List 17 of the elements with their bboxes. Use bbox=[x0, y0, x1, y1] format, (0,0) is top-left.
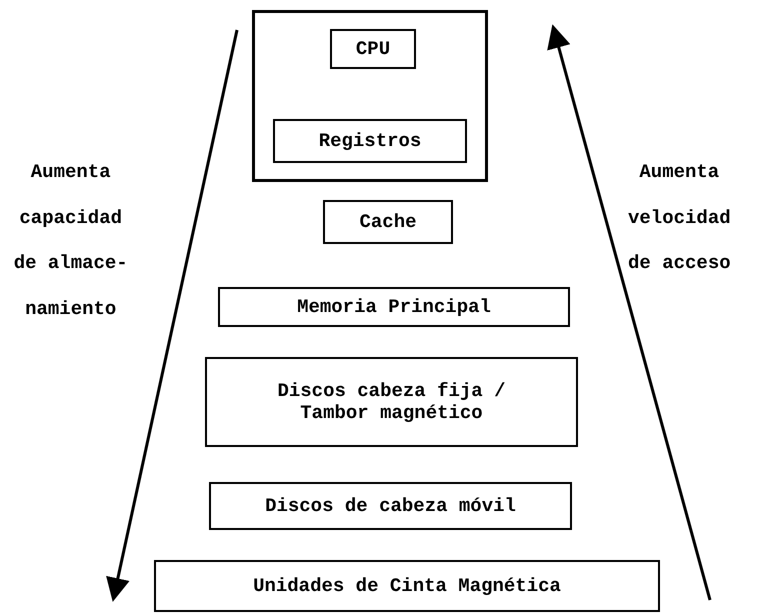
axis-note: Aumenta capacidad de almace- namiento bbox=[12, 160, 129, 322]
hierarchy-level-box bbox=[218, 287, 570, 327]
axis-note: Aumenta velocidad de acceso bbox=[628, 160, 731, 276]
level-label: Discos cabeza fija / Tambor magnético bbox=[276, 380, 507, 424]
level-label: Unidades de Cinta Magnética bbox=[253, 575, 561, 597]
level-label: CPU bbox=[356, 38, 390, 60]
memory-group-box bbox=[252, 10, 488, 182]
hierarchy-level-box bbox=[273, 119, 467, 163]
level-label: Cache bbox=[359, 211, 416, 233]
hierarchy-level-box bbox=[205, 357, 578, 447]
hierarchy-level-box bbox=[154, 560, 660, 612]
hierarchy-level-box bbox=[330, 29, 416, 69]
hierarchy-level-box bbox=[323, 200, 453, 244]
level-label: Discos de cabeza móvil bbox=[265, 495, 516, 517]
level-label: Memoria Principal bbox=[297, 296, 491, 318]
level-label: Registros bbox=[318, 130, 422, 152]
hierarchy-level-box bbox=[209, 482, 572, 530]
